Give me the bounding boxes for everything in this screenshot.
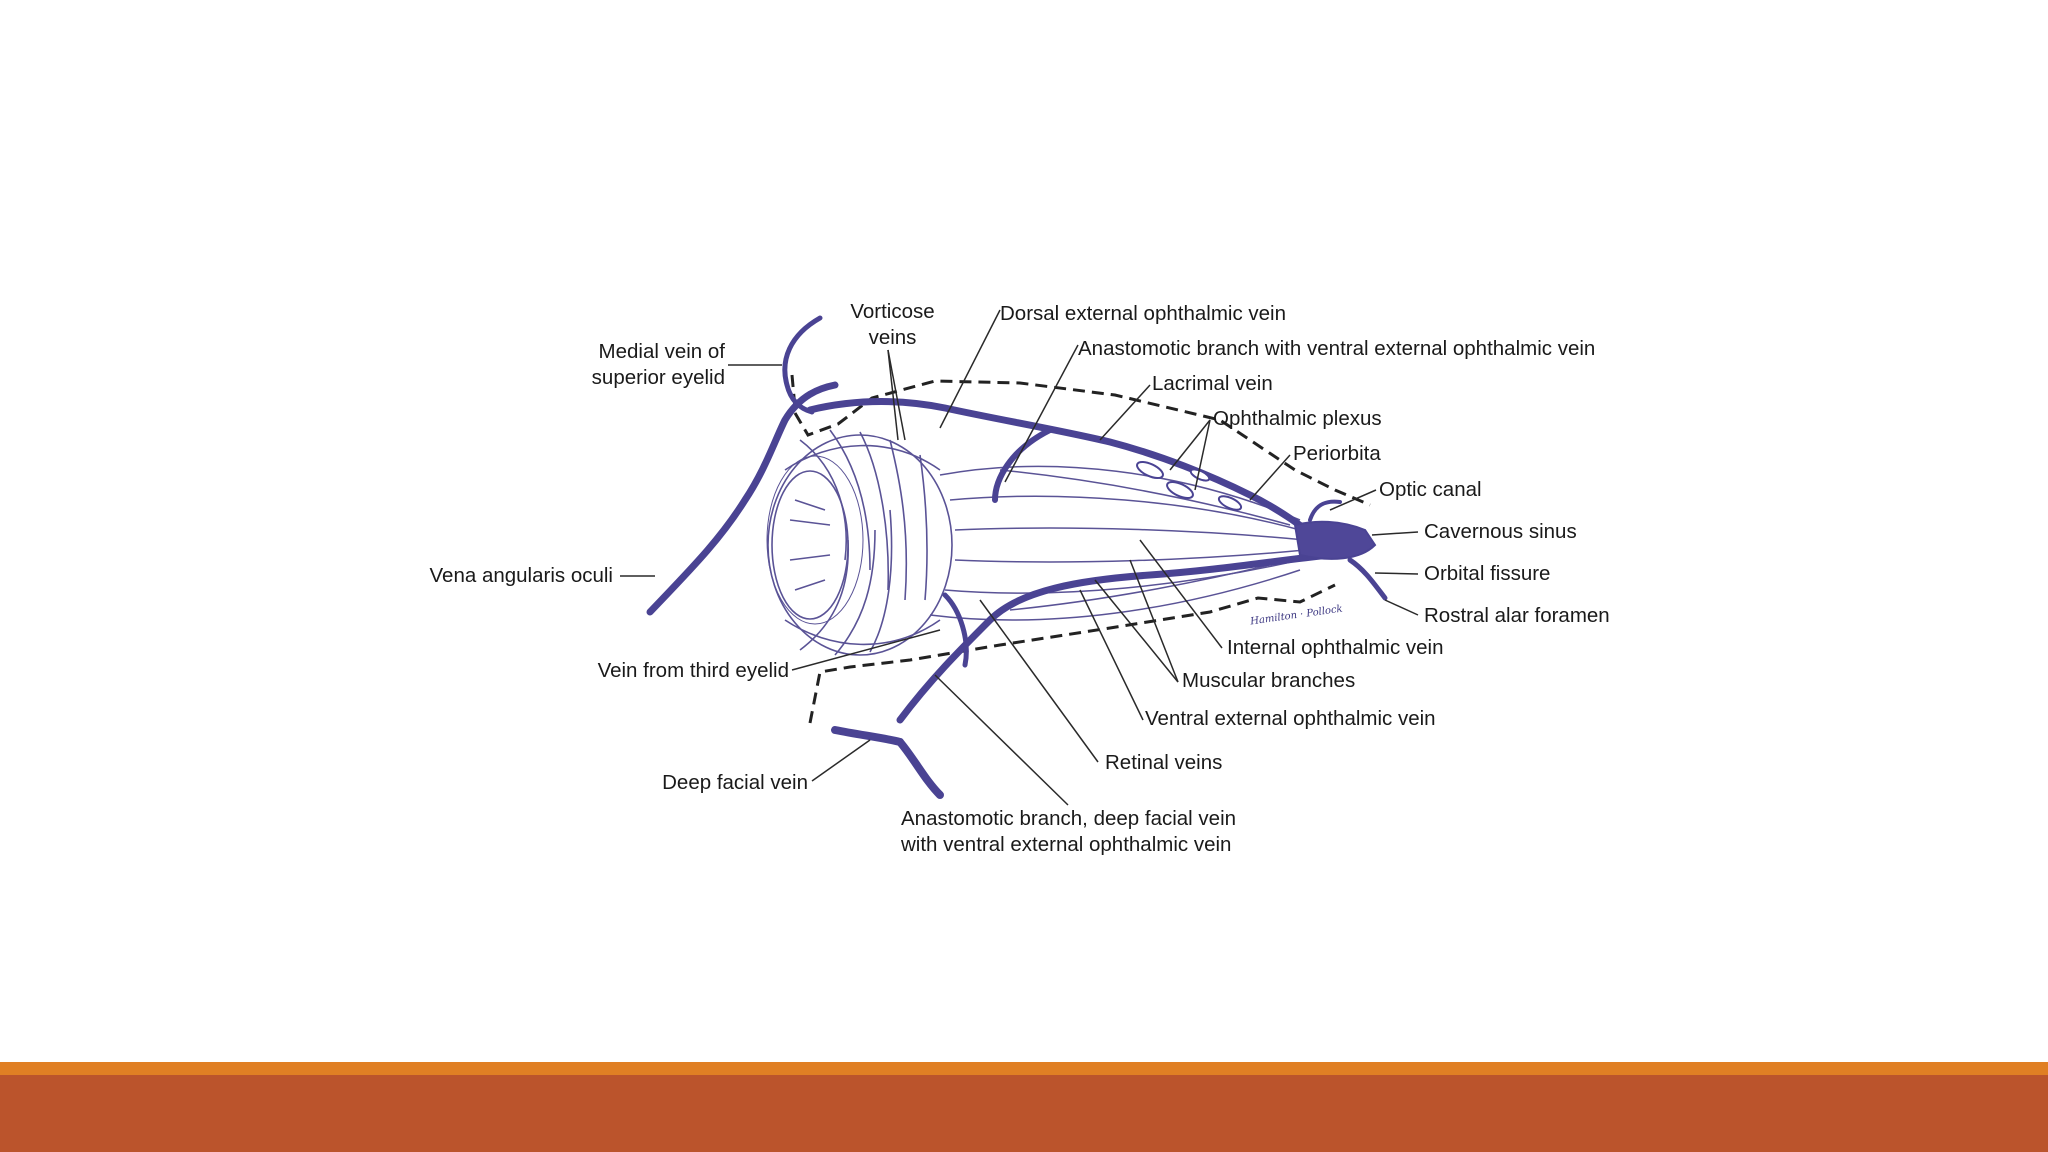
label-dorsal-external: Dorsal external ophthalmic vein — [1000, 302, 1286, 325]
label-ventral-external: Ventral external ophthalmic vein — [1145, 707, 1436, 730]
leader-lines — [620, 309, 1419, 806]
label-deep-facial: Deep facial vein — [662, 771, 808, 794]
label-optic-canal: Optic canal — [1379, 478, 1482, 501]
footer-accent-line — [0, 1062, 2048, 1075]
label-anastomotic-deep-line1: Anastomotic branch, deep facial vein — [901, 807, 1237, 830]
label-orbital-fissure: Orbital fissure — [1424, 562, 1551, 585]
label-vorticose-line1: Vorticose — [850, 300, 935, 323]
label-medial-vein: Medial vein of superior eyelid — [570, 339, 725, 391]
label-anastomotic-deep-line2: with ventral external ophthalmic vein — [901, 833, 1232, 856]
label-anastomotic-deep: Anastomotic branch, deep facial vein wit… — [901, 806, 1236, 858]
label-periorbita: Periorbita — [1293, 442, 1381, 465]
label-retinal-veins: Retinal veins — [1105, 751, 1223, 774]
label-vorticose-line2: veins — [868, 326, 917, 349]
label-lacrimal: Lacrimal vein — [1152, 372, 1273, 395]
label-ophthalmic-plexus: Ophthalmic plexus — [1213, 407, 1382, 430]
eyeball — [766, 429, 953, 656]
muscle-cone — [929, 465, 1306, 621]
label-cavernous-sinus: Cavernous sinus — [1424, 520, 1577, 543]
ophthalmic-plexus — [1136, 460, 1377, 560]
veins — [646, 315, 1388, 799]
label-vorticose-veins: Vorticose veins — [820, 299, 965, 351]
label-anastomotic-ventral: Anastomotic branch with ventral external… — [1078, 337, 1596, 360]
label-muscular-branches: Muscular branches — [1182, 669, 1356, 692]
footer-bar — [0, 1075, 2048, 1152]
label-medial-vein-line1: Medial vein of — [598, 340, 725, 363]
label-vena-angularis: Vena angularis oculi — [429, 564, 614, 587]
label-third-eyelid: Vein from third eyelid — [597, 659, 789, 682]
label-medial-vein-line2: superior eyelid — [591, 366, 725, 389]
label-rostral-alar: Rostral alar foramen — [1424, 604, 1610, 627]
label-internal-ophthalmic: Internal ophthalmic vein — [1227, 636, 1444, 659]
